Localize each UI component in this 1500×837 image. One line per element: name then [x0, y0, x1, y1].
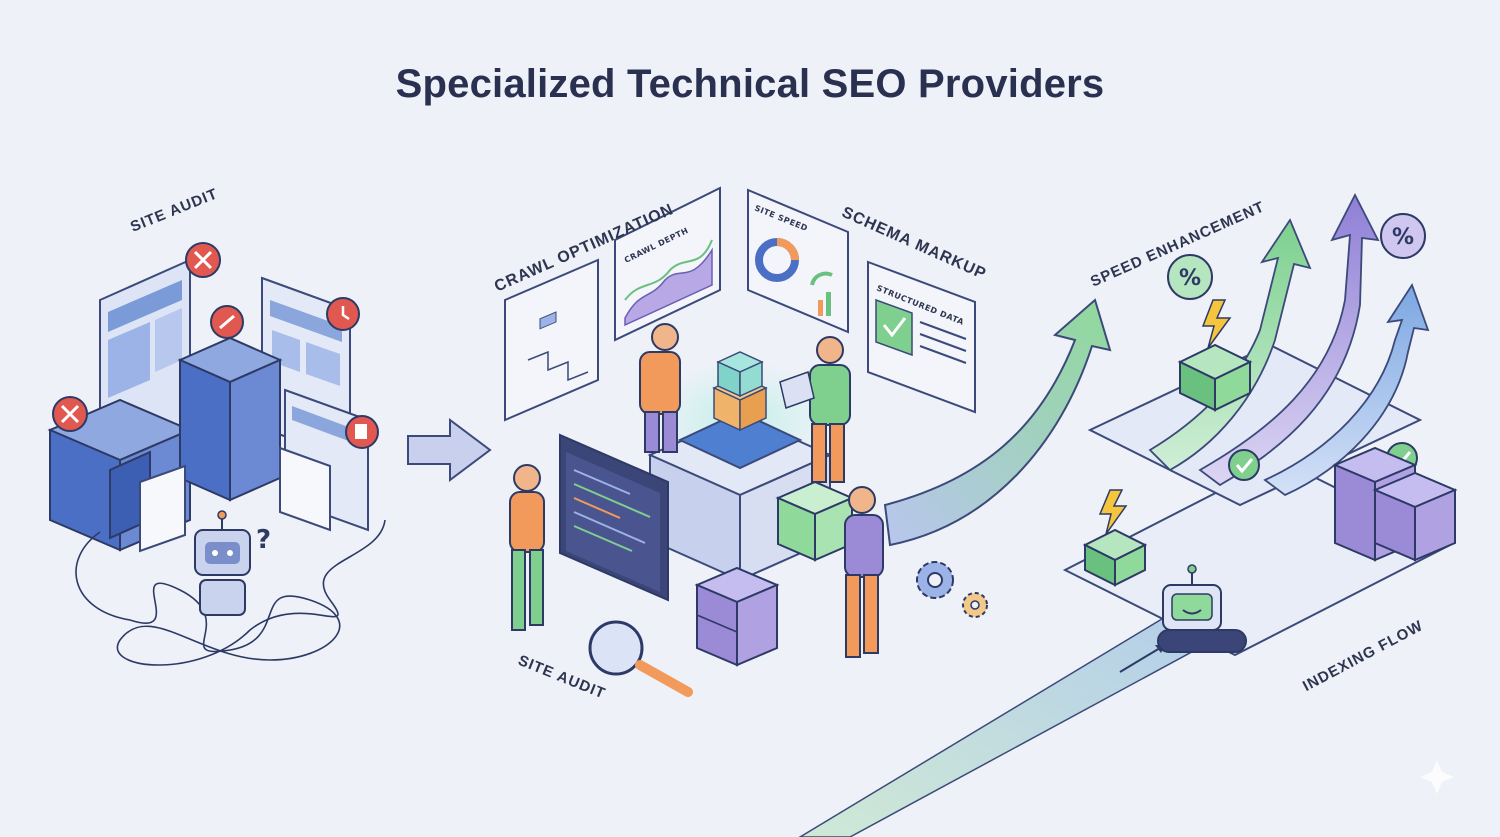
person-developer: [509, 464, 545, 631]
speed-cube: [1177, 343, 1253, 412]
sparkle-icon: [1420, 760, 1454, 794]
file-error-icon: [345, 415, 379, 449]
indexing-robot-icon: [1157, 564, 1247, 653]
question-mark-icon: ?: [256, 525, 271, 555]
site-speed-panel: [747, 188, 849, 334]
lightning-icon: [1201, 299, 1232, 349]
error-x-icon-2: [52, 396, 88, 432]
slow-timer-icon: [326, 297, 360, 331]
percent-bubble-icon-2: %: [1380, 213, 1426, 259]
audit-documents: [139, 446, 331, 553]
right-platform: % %: [1062, 193, 1458, 657]
confused-robot-icon: [194, 510, 251, 616]
gear-icon: [916, 561, 988, 618]
server-rack-stack: [1332, 446, 1458, 562]
broken-link-icon: [210, 305, 244, 339]
data-cube: [775, 480, 855, 562]
growth-arrow: [883, 298, 1112, 547]
structured-data-panel: [867, 260, 976, 414]
page-title: Specialized Technical SEO Providers: [395, 62, 1105, 106]
check-badge-icon: [1228, 449, 1260, 481]
lightning-icon-2: [1082, 489, 1148, 587]
percent-symbol-2: %: [1392, 225, 1414, 250]
percent-symbol: %: [1179, 266, 1201, 291]
error-x-icon: [185, 242, 221, 278]
person-strategist: [779, 336, 851, 483]
server-stack: [694, 566, 780, 667]
magnifier-icon: [588, 620, 693, 697]
rising-arrow-purple: [1198, 193, 1380, 487]
person-engineer: [844, 486, 884, 658]
code-editor-screen: [559, 433, 669, 602]
crawl-depth-panel: [614, 186, 721, 342]
percent-bubble-icon: %: [1167, 254, 1213, 300]
rising-arrow-green: [1148, 218, 1312, 472]
process-arrow: [407, 418, 492, 482]
center-workstation: CRAWL DEPTH SITE SPEED STRUCTURED DATA: [504, 186, 988, 697]
person-analyst: [639, 323, 681, 453]
left-site-audit-cluster: ?: [47, 242, 386, 666]
tangled-wires: [75, 519, 386, 666]
crawl-sitemap-panel: [504, 258, 599, 422]
